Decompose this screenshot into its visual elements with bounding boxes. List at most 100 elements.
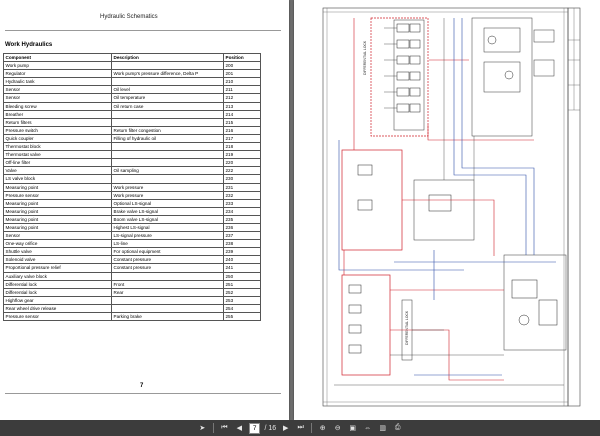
cell-description <box>111 295 224 305</box>
cell-description: Constant pressure <box>111 255 224 265</box>
two-page-icon[interactable]: ▥ <box>379 425 386 432</box>
next-page-icon[interactable]: ▶ <box>282 425 289 432</box>
cell-description <box>111 117 224 127</box>
cell-description: Work pressure <box>111 190 224 200</box>
cell-description: Oil temperature <box>111 93 224 103</box>
column-header-description: Description <box>111 52 224 63</box>
table-row: Hydraulic tank 210 <box>3 77 261 87</box>
cell-description: Filling of hydraulic oil <box>111 133 224 144</box>
cell-position: 240 <box>223 255 261 265</box>
cell-description: Constant pressure <box>111 263 224 273</box>
last-page-icon[interactable]: ⏭ <box>297 424 304 431</box>
cell-component: Bleeding screw <box>3 101 112 111</box>
cell-component: Hydraulic tank <box>3 77 112 87</box>
cell-position: 216 <box>223 125 261 135</box>
cell-component: LS valve block <box>3 174 112 184</box>
cell-component: Measuring point <box>3 182 112 192</box>
cell-position: 253 <box>223 295 261 305</box>
cell-position: 251 <box>223 279 261 289</box>
cell-component: Breather <box>3 109 112 119</box>
hydraulic-schematic: DIFFERENTIAL LOCK DIFFERENTIAL LOCK <box>322 7 581 407</box>
cell-position: 220 <box>223 158 261 168</box>
cell-component: Solenoid valve <box>3 255 112 265</box>
cell-position: 230 <box>223 174 261 184</box>
header-rule <box>5 30 281 31</box>
zoom-out-icon[interactable]: ⊖ <box>334 425 341 432</box>
cell-component: Differential lock <box>3 279 112 289</box>
cell-description: Return filter congestion <box>111 125 224 135</box>
page-number-input[interactable]: 7 <box>248 422 261 434</box>
cell-description: Oil return case <box>111 101 224 111</box>
cell-description <box>111 77 224 87</box>
cell-position: 239 <box>223 247 261 257</box>
cell-position: 218 <box>223 142 261 152</box>
cell-position: 234 <box>223 206 261 216</box>
cell-description: Highest LS-signal <box>111 222 224 233</box>
page-header-title: Hydraulic Schematics <box>100 14 158 20</box>
rotated-label-1: DIFFERENTIAL LOCK <box>363 40 367 75</box>
cell-description: Optional LS-signal <box>111 198 224 208</box>
cell-description: Work pump's pressure difference, Delta P <box>111 69 224 79</box>
cell-position: 219 <box>223 150 261 160</box>
zoom-in-icon[interactable]: ⊕ <box>319 425 326 432</box>
cell-component: Off-line filter <box>3 158 112 168</box>
cell-position: 235 <box>223 214 261 224</box>
table-row: Work pump 200 <box>3 61 261 71</box>
cell-component: Proportional pressure relief <box>3 263 112 273</box>
cell-component: Measuring point <box>3 214 112 224</box>
cell-position: 210 <box>223 77 261 87</box>
viewer-toolbar: ➤ ⏮ ◀ 7 / 16 ▶ ⏭ ⊕ ⊖ ▣ ⇔ ▥ ⎙ <box>0 420 600 436</box>
table-row: LS valve block 230 <box>3 174 261 184</box>
cell-position: 237 <box>223 231 261 241</box>
fit-width-icon[interactable]: ⇔ <box>364 424 372 432</box>
cell-description <box>111 150 224 160</box>
cell-position: 232 <box>223 190 261 200</box>
cell-position: 211 <box>223 85 261 95</box>
cell-component: Pressure sensor <box>3 311 112 322</box>
cell-description <box>111 158 224 168</box>
cell-component: Thermostat valve <box>3 150 112 160</box>
cell-description <box>111 61 224 71</box>
toolbar-separator <box>311 423 313 433</box>
page-left: Hydraulic Schematics Work Hydraulics Com… <box>0 0 289 420</box>
cursor-icon[interactable]: ➤ <box>199 425 206 432</box>
cell-component: Thermostat block <box>3 142 112 152</box>
cell-component: Sensor <box>3 93 112 103</box>
prev-page-icon[interactable]: ◀ <box>236 425 243 432</box>
cell-position: 238 <box>223 239 261 249</box>
cell-position: 200 <box>223 61 261 71</box>
cell-description: For optional equipment <box>111 247 224 257</box>
cell-description <box>111 109 224 119</box>
cell-position: 236 <box>223 222 261 233</box>
cell-description: LS-line <box>111 239 224 249</box>
document-viewer[interactable]: Hydraulic Schematics Work Hydraulics Com… <box>0 0 600 420</box>
fit-page-icon[interactable]: ▣ <box>349 425 356 432</box>
cell-description: Work pressure <box>111 182 224 192</box>
cell-component: Measuring point <box>3 206 112 216</box>
cell-component: Return filters <box>3 117 112 127</box>
cell-description: Brake valve LS-signal <box>111 206 224 216</box>
column-header-component: Component <box>3 52 112 63</box>
cell-component: Auxiliary valve block <box>3 271 112 281</box>
rotated-label-2: DIFFERENTIAL LOCK <box>405 310 409 345</box>
cell-component: Work pump <box>3 61 112 71</box>
print-icon[interactable]: ⎙ <box>394 424 401 431</box>
first-page-icon[interactable]: ⏮ <box>221 424 228 431</box>
